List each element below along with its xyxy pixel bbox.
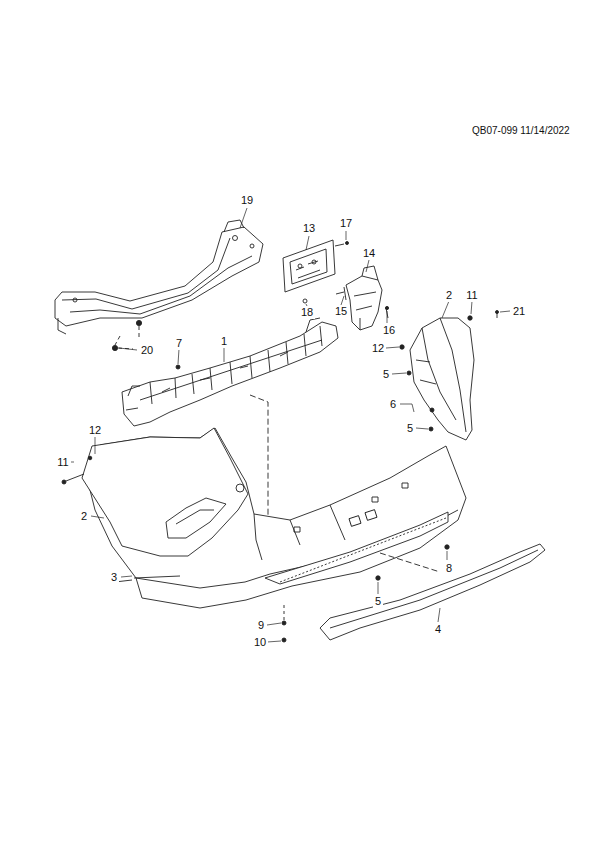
callout-number: 2 xyxy=(79,510,89,523)
callout-number: 5 xyxy=(381,368,391,381)
callout-number: 3 xyxy=(109,571,119,584)
callout-number: 12 xyxy=(87,424,103,437)
callout-number: 2 xyxy=(444,289,454,302)
callout-number: 16 xyxy=(381,324,397,337)
callout-number: 20 xyxy=(139,344,155,357)
callout-number: 18 xyxy=(299,306,315,319)
callout-number: 1 xyxy=(219,335,229,348)
callout-number: 13 xyxy=(301,222,317,235)
callout-number: 12 xyxy=(370,342,386,355)
callout-number: 6 xyxy=(388,398,398,411)
callout-number: 17 xyxy=(338,217,354,230)
drawing-reference: QB07-099 11/14/2022 xyxy=(470,125,572,137)
callout-number: 7 xyxy=(174,337,184,350)
callout-number: 10 xyxy=(252,636,268,649)
callout-number: 5 xyxy=(373,595,383,608)
callout-number: 4 xyxy=(433,623,443,636)
callout-number: 21 xyxy=(511,305,527,318)
callout-number: 9 xyxy=(256,619,266,632)
callout-number: 14 xyxy=(361,247,377,260)
callout-number: 8 xyxy=(444,562,454,575)
callout-number: 11 xyxy=(464,289,479,302)
callout-number: 5 xyxy=(405,422,415,435)
callout-number: 19 xyxy=(239,194,255,207)
callout-number: 11 xyxy=(55,456,70,469)
callout-number: 15 xyxy=(333,305,349,318)
